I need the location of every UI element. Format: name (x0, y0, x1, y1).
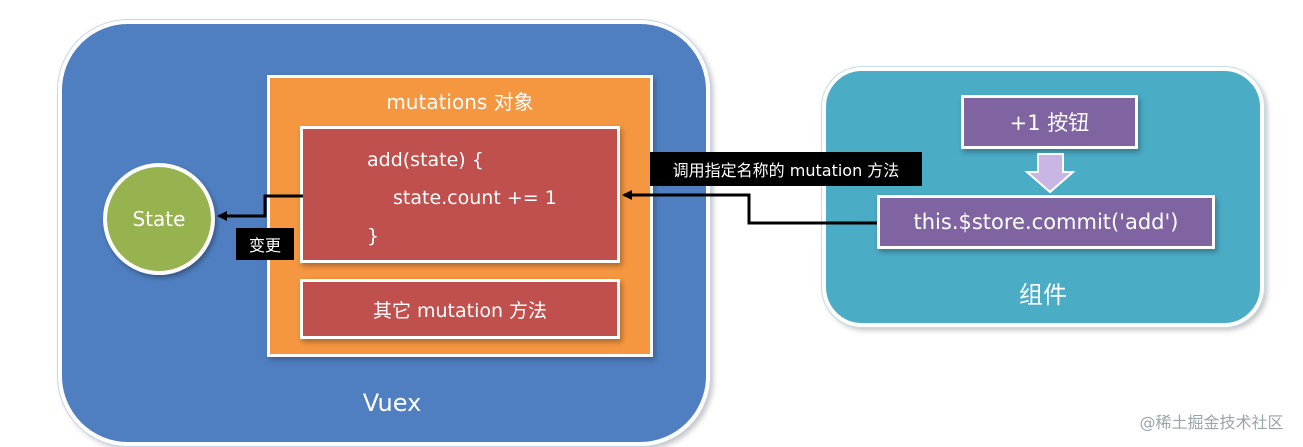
other-mutations-label: 其它 mutation 方法 (372, 299, 548, 322)
mutations-object-title: mutations 对象 (386, 89, 534, 114)
change-label: 变更 (236, 228, 294, 260)
watermark: @稀土掘金技术社区 (1139, 413, 1284, 432)
add-code-line-1: add(state) { (367, 149, 484, 171)
add-mutation-box: add(state) { state.count += 1 } (300, 126, 620, 263)
add-code-line-3: } (367, 225, 380, 247)
vuex-label: Vuex (362, 389, 422, 417)
state-circle: State (103, 163, 215, 275)
plus-one-button-box: +1 按钮 (961, 95, 1138, 149)
mutation-to-state-arrow (217, 194, 303, 221)
plus-one-button-label: +1 按钮 (1009, 111, 1090, 135)
call-mutation-label: 调用指定名称的 mutation 方法 (650, 152, 922, 186)
commit-call-label: this.$store.commit('add') (913, 210, 1179, 234)
commit-call-box: this.$store.commit('add') (877, 195, 1215, 249)
other-mutations-box: 其它 mutation 方法 (300, 279, 620, 339)
button-to-commit-arrow (1024, 153, 1076, 194)
component-label: 组件 (1019, 280, 1067, 309)
state-label: State (132, 207, 186, 231)
commit-to-mutation-arrow (622, 190, 877, 225)
add-code-line-2: state.count += 1 (393, 187, 557, 209)
